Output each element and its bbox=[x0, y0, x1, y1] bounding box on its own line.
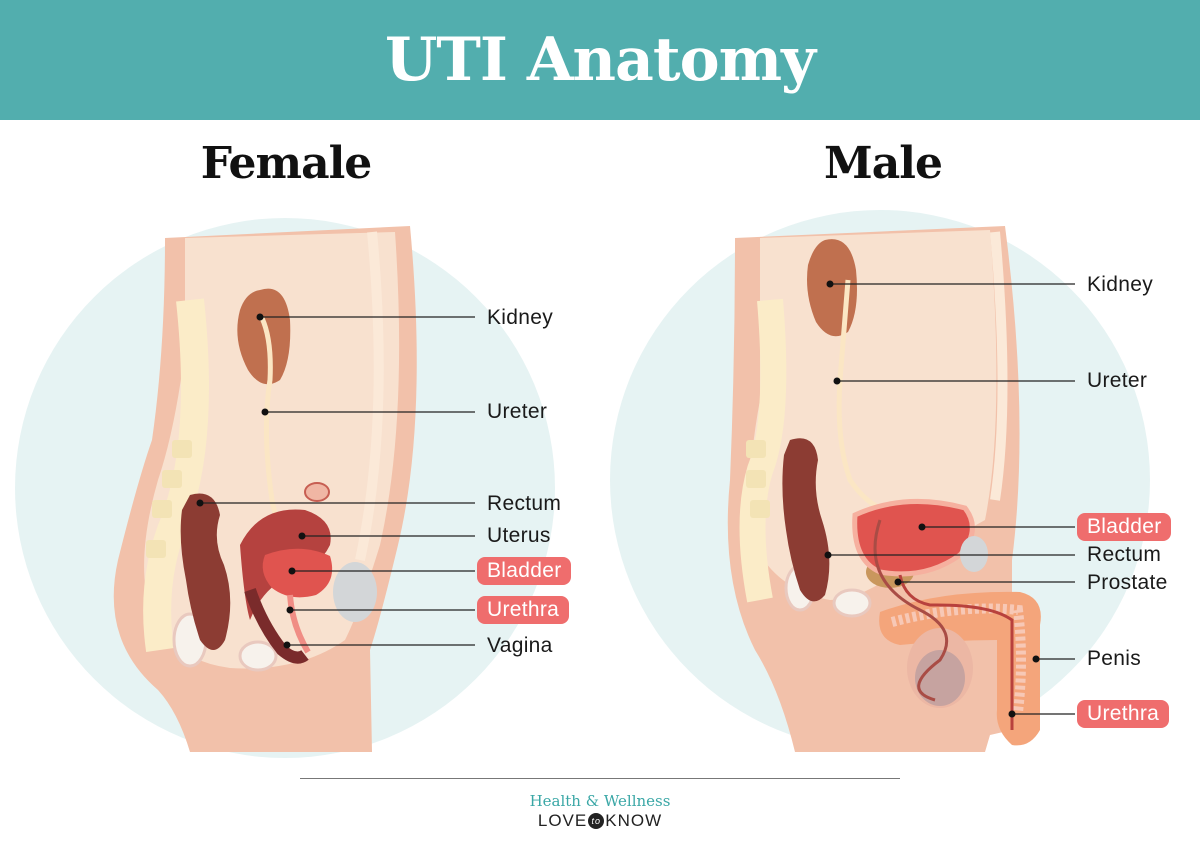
male-vertebra bbox=[746, 470, 766, 488]
female-leader-dots bbox=[196, 313, 306, 649]
female-label-rectum: Rectum bbox=[487, 492, 562, 515]
female-vertebra bbox=[162, 470, 182, 488]
female-grey-organ bbox=[333, 562, 377, 622]
male-diagram bbox=[610, 210, 1150, 752]
female-urethra bbox=[287, 594, 311, 654]
female-label-ureter: Ureter bbox=[487, 400, 548, 423]
male-vas-deferens bbox=[873, 519, 949, 702]
male-leader-lines bbox=[828, 283, 1075, 715]
dot-ureter bbox=[833, 377, 841, 385]
female-ovary bbox=[304, 482, 330, 502]
male-rectum bbox=[782, 438, 830, 602]
female-label-urethra: Urethra bbox=[477, 596, 570, 624]
female-label-kidney: Kidney bbox=[487, 306, 554, 329]
male-vertebra bbox=[746, 440, 766, 458]
logo-line-1: Health & Wellness bbox=[529, 792, 671, 810]
male-leader-dots bbox=[824, 280, 1040, 718]
female-heading: Female bbox=[200, 138, 373, 189]
female-vertebra bbox=[152, 500, 172, 518]
dot-rectum bbox=[196, 499, 204, 507]
female-label-vagina: Vagina bbox=[487, 634, 553, 657]
male-label-ureter: Ureter bbox=[1087, 369, 1148, 392]
male-pubic-bone bbox=[832, 588, 872, 618]
dot-rectum bbox=[824, 551, 832, 559]
male-vertebra bbox=[750, 500, 770, 518]
male-abdominal-wall bbox=[990, 231, 1008, 501]
female-diagram bbox=[15, 218, 555, 758]
female-bladder bbox=[262, 548, 333, 598]
dot-kidney bbox=[826, 280, 834, 288]
female-abdominal-wall bbox=[355, 231, 384, 562]
dot-uterus bbox=[298, 532, 306, 540]
male-heading: Male bbox=[824, 138, 943, 189]
male-label-urethra: Urethra bbox=[1077, 700, 1170, 728]
dot-penis bbox=[1032, 655, 1040, 663]
dot-ureter bbox=[261, 408, 269, 416]
male-label-bladder: Bladder bbox=[1077, 513, 1172, 541]
female-label-bladder: Bladder bbox=[477, 557, 572, 585]
male-spine bbox=[739, 298, 787, 603]
dot-urethra bbox=[286, 606, 294, 614]
male-testis bbox=[915, 650, 965, 706]
male-label-prostate: Prostate bbox=[1087, 571, 1168, 594]
male-label-penis: Penis bbox=[1087, 647, 1142, 670]
female-vertebra bbox=[172, 440, 192, 458]
male-penis-tissue bbox=[890, 603, 1026, 713]
male-urethra bbox=[898, 574, 1014, 730]
logo-badge: to bbox=[588, 813, 605, 829]
dot-vagina bbox=[283, 641, 291, 649]
footer-divider bbox=[300, 778, 900, 779]
logo-word-love: LOVE bbox=[537, 811, 588, 830]
female-vertebra bbox=[146, 540, 166, 558]
dot-prostate bbox=[894, 578, 902, 586]
dot-urethra bbox=[1008, 710, 1016, 718]
male-label-kidney: Kidney bbox=[1087, 273, 1154, 296]
dot-bladder bbox=[288, 567, 296, 575]
female-spine bbox=[143, 298, 209, 652]
female-label-uterus: Uterus bbox=[487, 524, 551, 547]
dot-bladder bbox=[918, 523, 926, 531]
female-kidney bbox=[237, 288, 291, 385]
dot-kidney bbox=[256, 313, 264, 321]
female-leader-lines bbox=[200, 316, 475, 646]
female-vagina bbox=[244, 588, 309, 664]
male-penis bbox=[879, 591, 1041, 746]
male-ureter bbox=[836, 279, 901, 518]
female-rectum bbox=[180, 493, 231, 650]
male-label-rectum: Rectum bbox=[1087, 543, 1162, 566]
page-title: UTI Anatomy bbox=[384, 25, 816, 95]
header-banner: UTI Anatomy bbox=[0, 0, 1200, 120]
logo-word-know: KNOW bbox=[605, 811, 663, 830]
male-grey-organ bbox=[960, 536, 988, 572]
female-pubic-bone bbox=[238, 640, 278, 672]
